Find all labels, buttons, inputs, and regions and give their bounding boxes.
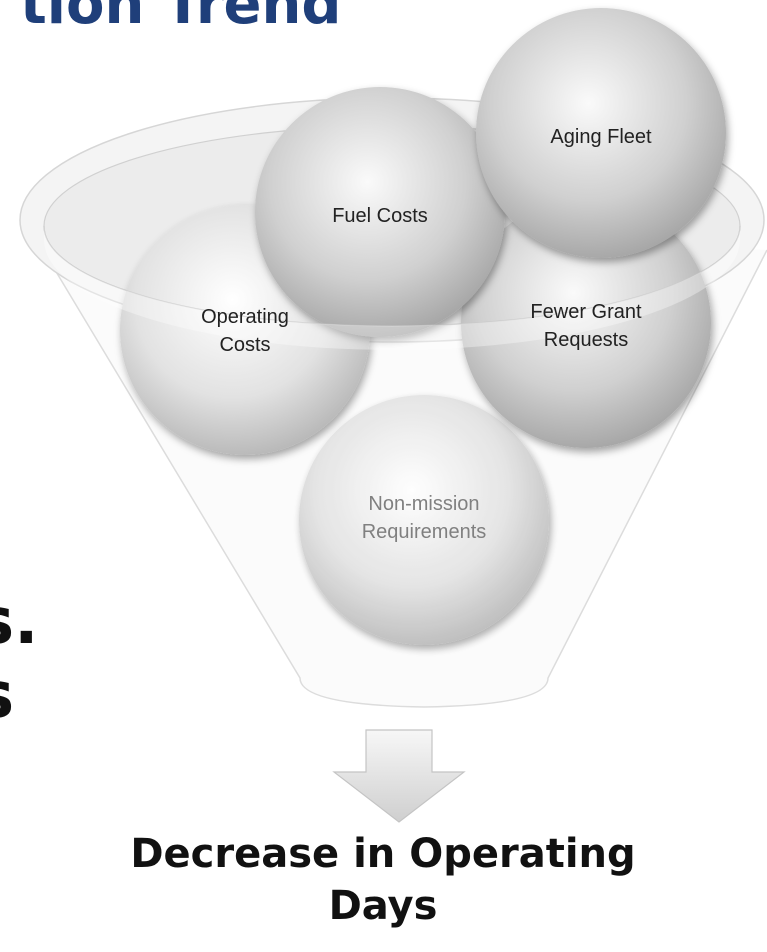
bubble-fuel-costs xyxy=(255,87,505,337)
bubble-aging-fleet xyxy=(476,8,726,258)
factor-label-operating-costs: Operating Costs xyxy=(201,306,289,356)
down-arrow-icon xyxy=(332,729,466,823)
result-text: Decrease in Operating Days xyxy=(130,831,636,929)
bubble-fewer-grant xyxy=(461,198,711,448)
bubble-non-mission xyxy=(299,395,549,645)
side-text-fragment-2: s xyxy=(0,664,14,728)
factor-label-fuel-costs: Fuel Costs xyxy=(332,205,428,227)
factor-label-non-mission-requirements: Non-mission Requirements xyxy=(361,493,487,543)
side-text-fragment-1: s. xyxy=(0,585,39,659)
factor-label-aging-fleet: Aging Fleet xyxy=(550,126,652,148)
page-title-fragment: tion Trend xyxy=(20,0,342,37)
funnel-rim-front xyxy=(43,225,741,327)
factor-label-fewer-grant-requests: Fewer Grant Requests xyxy=(530,301,642,351)
